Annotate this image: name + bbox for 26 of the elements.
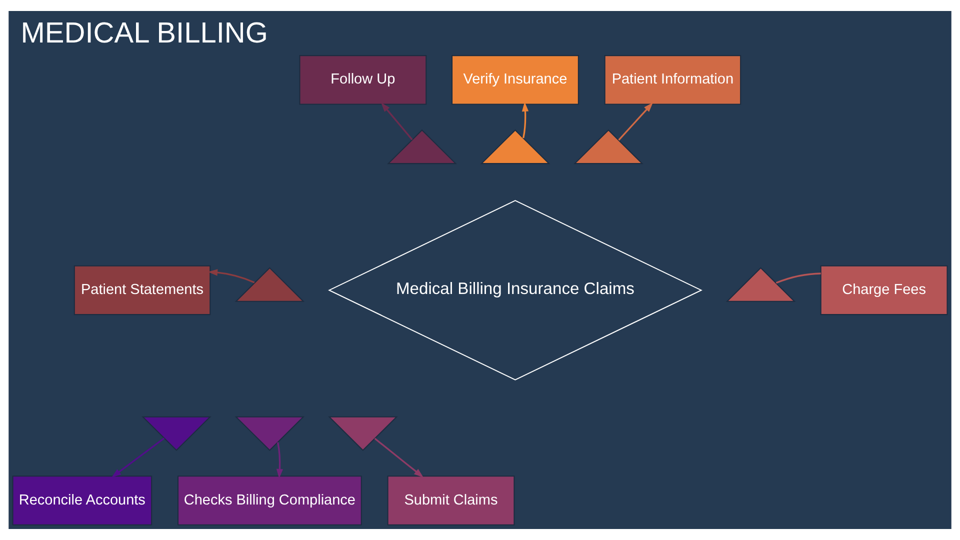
- node-triangle: [234, 267, 305, 302]
- node-triangle: [234, 416, 305, 451]
- node-triangle: [574, 129, 644, 164]
- node-box: Patient Information: [604, 55, 742, 105]
- node-triangle: [142, 416, 212, 451]
- arrow: [374, 438, 424, 478]
- arrow: [208, 269, 255, 284]
- node-box: Verify Insurance: [452, 55, 579, 105]
- node-box: Follow Up: [299, 55, 427, 105]
- arrow: [276, 442, 284, 479]
- node-box: Patient Statements: [74, 265, 211, 316]
- node-box: Submit Claims: [387, 476, 515, 526]
- arrow: [522, 102, 529, 138]
- node-box: Reconcile Accounts: [12, 476, 152, 526]
- node-triangle: [387, 129, 457, 164]
- arrow: [618, 102, 653, 141]
- node-box: Checks Billing Compliance: [177, 476, 362, 526]
- node-box: Charge Fees: [820, 265, 948, 316]
- node-triangle: [726, 267, 796, 302]
- diagram-title: MEDICAL BILLING: [20, 17, 268, 50]
- arrow: [112, 438, 165, 478]
- node-triangle: [328, 416, 398, 451]
- node-triangle: [480, 129, 550, 164]
- arrow: [380, 102, 413, 140]
- node-diamond: Medical Billing Insurance Claims: [328, 200, 702, 380]
- connector: [776, 272, 821, 284]
